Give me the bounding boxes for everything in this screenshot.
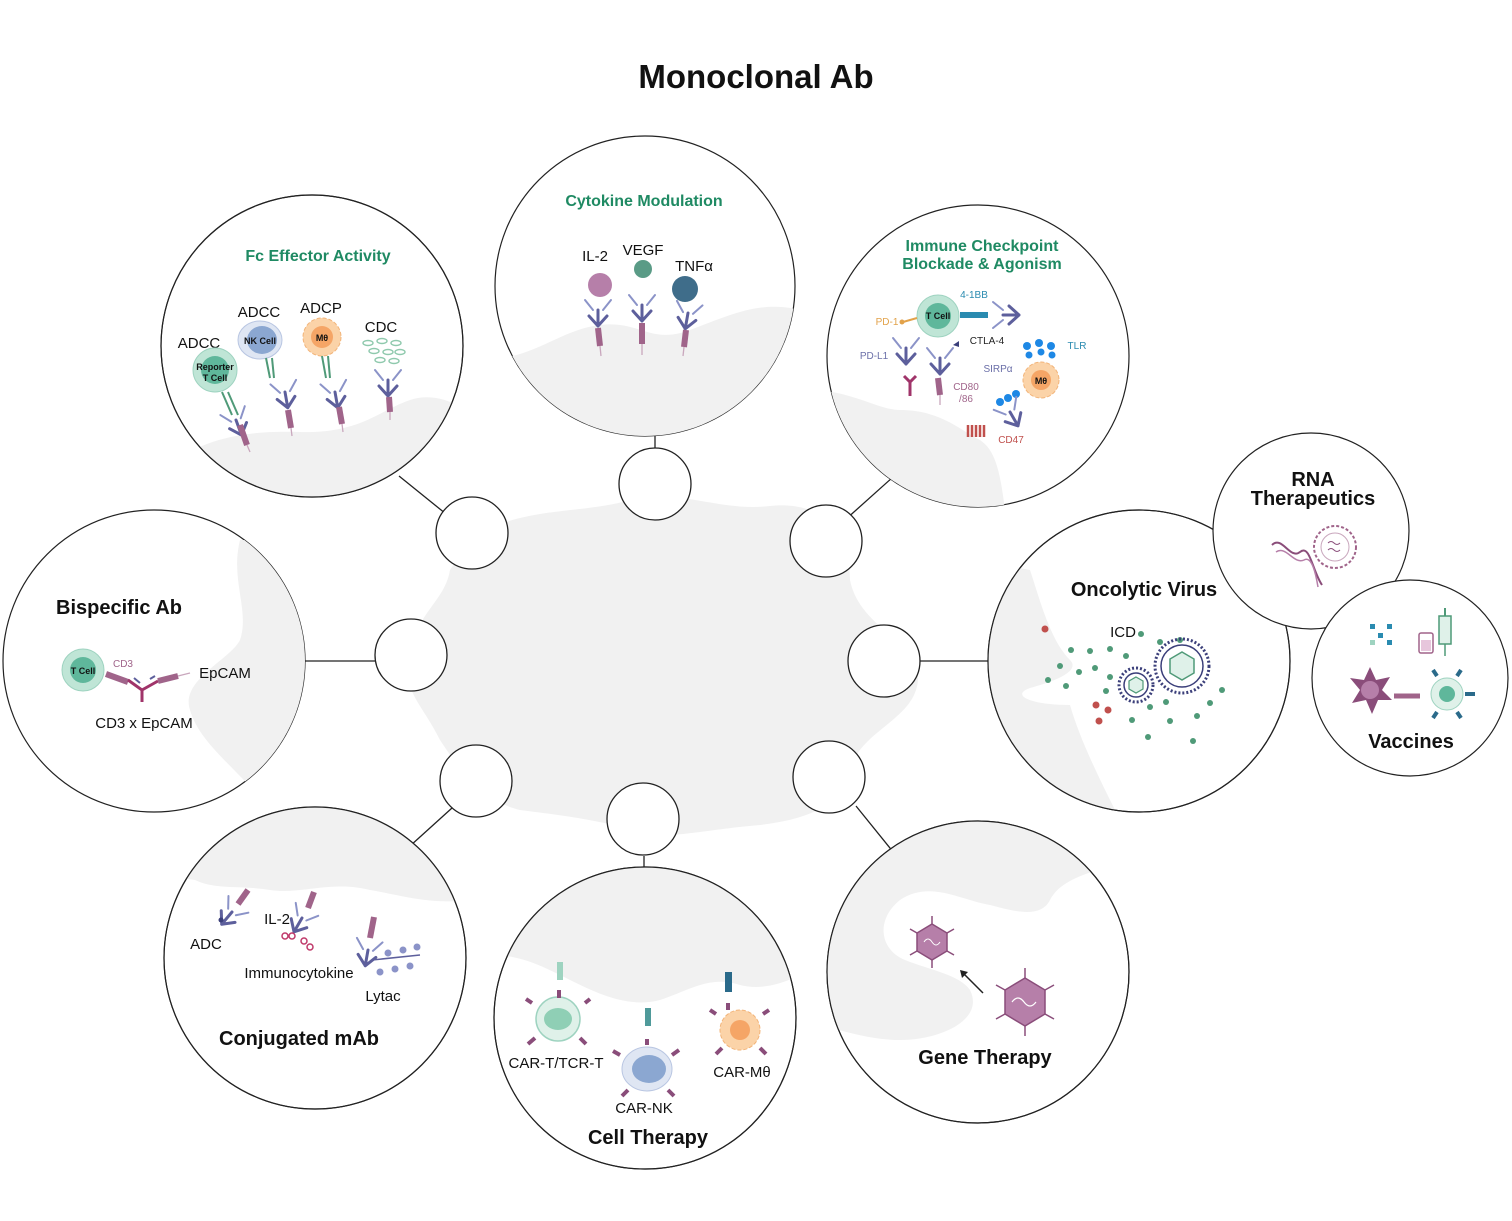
label-41bb: 4-1BB [960, 290, 988, 301]
panel-title: Cell Therapy [588, 1127, 709, 1149]
label-car-t: CAR-T/TCR-T [509, 1055, 604, 1072]
label-tnfa: TNFα [675, 258, 713, 275]
aav-virus-icon-large [995, 968, 1055, 1036]
label-car-nk: CAR-NK [615, 1100, 673, 1117]
panel-title-line1: Immune Checkpoint [906, 238, 1060, 255]
syringe-icon [1438, 615, 1452, 645]
receptor-icon [960, 312, 988, 318]
panel-checkpoint: Immune Checkpoint Blockade & Agonism T C… [826, 204, 1130, 508]
tcell-label: T Cell [203, 373, 228, 383]
label-86: /86 [959, 394, 973, 405]
arrow-icon [962, 972, 984, 994]
vegf-icon [634, 260, 652, 278]
tcell-label: T Cell [926, 311, 951, 321]
il2-icon [588, 273, 612, 297]
nk-label: NK Cell [244, 336, 276, 346]
panel-bispecific: Bispecific Ab T Cell CD3 EpCAM CD3 x EpC… [2, 509, 306, 813]
tlr-icon [1023, 339, 1056, 359]
label-icd: ICD [1110, 624, 1136, 641]
tnfa-icon [672, 276, 698, 302]
panel-title: Vaccines [1368, 731, 1454, 753]
panel-cytokine: Cytokine Modulation IL-2 VEGF TNFα [494, 135, 796, 437]
connectors [305, 430, 989, 876]
panel-title-line1: RNA [1291, 469, 1334, 491]
label-cd80: CD80 [953, 382, 979, 393]
label-adc: ADC [190, 936, 222, 953]
panel-conjugated: ADC IL-2 Immunocytokine Lytac Conjugated… [163, 806, 467, 1110]
label-car-m: CAR-Mθ [713, 1064, 771, 1081]
red-dots [1041, 625, 1112, 725]
label-tlr: TLR [1068, 341, 1087, 352]
car-receptor-icon [645, 1008, 651, 1026]
label-lytac: Lytac [365, 988, 401, 1005]
complement-icon [362, 337, 406, 365]
panel-title-line2: Blockade & Agonism [902, 256, 1061, 273]
label-cd3: CD3 [113, 659, 133, 670]
panel-title-line2: Therapeutics [1251, 488, 1375, 510]
label-cd47: CD47 [998, 435, 1024, 446]
panel-vaccines: Vaccines [1311, 579, 1509, 777]
cd47-icon [966, 425, 986, 437]
label-epcam: EpCAM [199, 665, 251, 682]
label-ctla4: CTLA-4 [970, 336, 1005, 347]
virus-icon [1117, 637, 1211, 704]
icd-dots [1045, 631, 1225, 744]
il2-chain-icon [281, 932, 314, 951]
panel-title: Bispecific Ab [56, 597, 182, 619]
panel-gene-therapy: Gene Therapy [826, 820, 1130, 1124]
aav-virus-icon-small [909, 916, 955, 968]
label-adcc-2: ADCC [238, 304, 281, 321]
node-circles [374, 447, 921, 856]
label-cd3-epcam: CD3 x EpCAM [95, 715, 193, 732]
mtheta-label: Mθ [316, 333, 328, 343]
label-sirpa: SIRPα [983, 364, 1012, 375]
panel-title: Cytokine Modulation [565, 193, 722, 210]
label-immunocytokine: Immunocytokine [244, 965, 353, 982]
label-adcp: ADCP [300, 300, 342, 317]
mtheta-label: Mθ [1035, 376, 1047, 386]
label-vegf: VEGF [623, 242, 664, 259]
car-receptor-icon [725, 972, 732, 992]
label-pd1: PD-1 [876, 317, 899, 328]
label-cdc: CDC [365, 319, 398, 336]
panel-title: Gene Therapy [918, 1047, 1052, 1069]
lipid-nanoparticle-icon [1313, 525, 1357, 569]
panel-fc-effector: Fc Effector Activity ADCC ADCC ADCP CDC … [160, 194, 464, 498]
panel-cell-therapy: CAR-T/TCR-T CAR-NK CAR-Mθ Cell Therapy [493, 866, 797, 1170]
reporter-label: Reporter [196, 362, 234, 372]
antigen-dots [1370, 624, 1392, 645]
panel-title: Oncolytic Virus [1071, 579, 1217, 601]
car-receptor-icon [557, 962, 563, 980]
tcell-label: T Cell [71, 666, 96, 676]
sirpa-icon [996, 390, 1020, 406]
panel-rna: RNA Therapeutics [1212, 432, 1410, 630]
lytac-chain-icon [371, 943, 421, 976]
panel-title: Conjugated mAb [219, 1028, 379, 1050]
center-blob [407, 496, 919, 835]
label-pdl1: PD-L1 [860, 351, 889, 362]
panel-title: Fc Effector Activity [245, 248, 390, 265]
label-adcc-1: ADCC [178, 335, 221, 352]
label-il2: IL-2 [264, 911, 290, 928]
label-il2: IL-2 [582, 248, 608, 265]
page-title: Monoclonal Ab [638, 58, 873, 95]
